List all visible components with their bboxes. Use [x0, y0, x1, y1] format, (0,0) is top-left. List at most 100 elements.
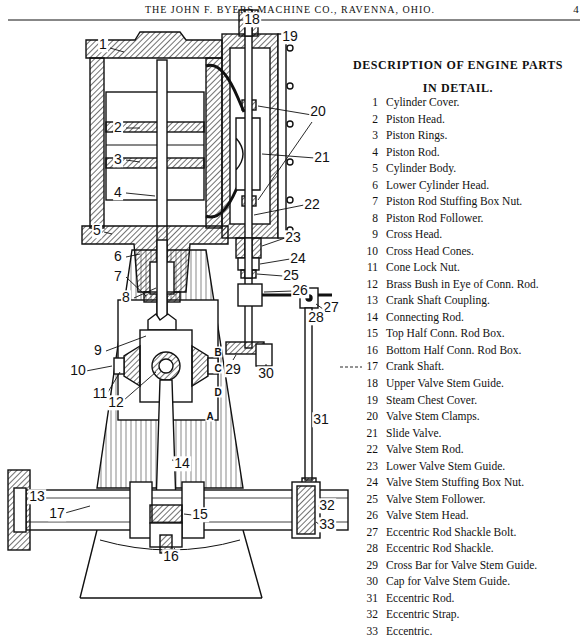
callout-number: 8	[121, 290, 131, 305]
eccentric-strap	[292, 482, 320, 538]
part-number: 21	[367, 426, 379, 439]
callout-number: 14	[173, 456, 191, 471]
part-name: Piston Rod.	[386, 145, 440, 158]
part-name: Valve Stem Head.	[386, 509, 469, 522]
callout-number: 24	[289, 251, 307, 266]
header-rule	[8, 20, 580, 21]
callout-number: 13	[28, 489, 46, 504]
part-name: Upper Valve Stem Guide.	[386, 377, 504, 390]
callout-number: 18	[243, 12, 261, 27]
list-dash	[340, 367, 362, 368]
part-number: 23	[367, 459, 379, 472]
leader-lines	[65, 506, 90, 513]
callout-number: 26	[291, 283, 309, 298]
callout-number: 5	[92, 223, 102, 238]
part-name: Eccentric Rod.	[386, 592, 454, 605]
part-number: 12	[367, 278, 379, 291]
part-number: 13	[367, 294, 379, 307]
leader-lines	[233, 355, 236, 360]
eccentric	[297, 486, 315, 534]
part-number: 32	[367, 608, 379, 621]
callout-number: 25	[282, 268, 300, 283]
leader-lines	[254, 205, 304, 215]
piston-head	[106, 92, 204, 200]
part-name: Cylinder Body.	[386, 162, 456, 175]
part-number: 30	[367, 575, 379, 588]
part-name: Bottom Half Conn. Rod Box.	[386, 344, 521, 357]
page-header: THE JOHN F. BYERS MACHINE CO., RAVENNA, …	[145, 4, 435, 15]
part-name: Cross Head.	[386, 228, 442, 241]
part-number: 9	[372, 228, 378, 241]
cover-bolts	[287, 121, 293, 127]
callout-number: 22	[303, 197, 321, 212]
top-half-box	[150, 505, 182, 523]
cylinder-wall-right	[206, 58, 222, 228]
callout-number: 4	[113, 185, 123, 200]
callout-number: 31	[312, 412, 330, 427]
leader-lines	[134, 288, 156, 298]
connecting-rod	[156, 380, 176, 505]
part-number: 27	[367, 525, 379, 538]
callout-number: 16	[162, 549, 180, 564]
part-number: 19	[367, 393, 379, 406]
cylinder-wall-left	[90, 58, 104, 228]
part-name: Cross Bar for Valve Stem Guide.	[386, 559, 537, 572]
part-number: 33	[367, 625, 379, 638]
callout-number: 17	[48, 506, 66, 521]
crank-shaft-coupling	[8, 470, 30, 550]
cover-bolts	[287, 197, 293, 203]
cylinder-cover	[86, 32, 222, 58]
callout-number: 28	[307, 310, 325, 325]
valve-stem-head	[238, 284, 262, 306]
part-name: Piston Head.	[386, 112, 445, 125]
part-name: Valve Stem Follower.	[386, 492, 485, 505]
part-number: 29	[367, 559, 379, 572]
leader-lines	[262, 154, 315, 158]
callout-number: 21	[313, 150, 331, 165]
leader-lines	[258, 122, 312, 200]
part-name: Piston Rings.	[386, 129, 447, 142]
part-name: Valve Stem Clamps.	[386, 410, 480, 423]
callout-number: 11	[92, 386, 109, 401]
part-number: 28	[367, 542, 379, 555]
leader-lines	[108, 372, 120, 392]
crosshead-nut	[148, 314, 176, 330]
part-name: Brass Bush in Eye of Conn. Rod.	[386, 278, 539, 291]
valve-stem	[245, 238, 252, 278]
cover-bolts	[287, 159, 293, 165]
part-name: Eccentric Rod Shackle Bolt.	[386, 525, 516, 538]
crosshead-cone-right	[192, 346, 208, 386]
callout-number: 33	[318, 517, 336, 532]
cover-bolts	[287, 83, 293, 89]
leader-lines	[106, 336, 146, 351]
frame-base	[80, 530, 262, 598]
part-number: 1	[372, 96, 378, 109]
part-name: Cross Head Cones.	[386, 244, 474, 257]
part-number: 6	[372, 178, 378, 191]
piston-joint	[106, 145, 204, 146]
leader-lines	[262, 238, 285, 246]
part-name: Crank Shaft Coupling.	[386, 294, 490, 307]
leader-lines	[104, 232, 112, 234]
part-number: 17	[367, 360, 379, 373]
callout-number: 12	[107, 395, 125, 410]
leader-lines	[126, 160, 140, 162]
part-number: 2	[372, 112, 378, 125]
callout-number: 19	[281, 29, 299, 44]
callout-number: 29	[224, 362, 242, 377]
coupling-hub	[14, 488, 26, 532]
leader-lines	[258, 106, 312, 115]
part-name: Valve Stem Rod.	[386, 443, 464, 456]
callout-letter: D	[213, 387, 222, 398]
part-name: Connecting Rod.	[386, 311, 464, 324]
part-name: Cone Lock Nut.	[386, 261, 460, 274]
part-name: Eccentric Rod Shackle.	[386, 542, 494, 555]
callout-number: 6	[113, 249, 123, 264]
leader-lines	[32, 20, 362, 553]
part-number: 25	[367, 492, 379, 505]
part-name: Valve Stem Stuffing Box Nut.	[386, 476, 524, 489]
part-number: 31	[367, 592, 379, 605]
leader-lines	[124, 372, 156, 400]
